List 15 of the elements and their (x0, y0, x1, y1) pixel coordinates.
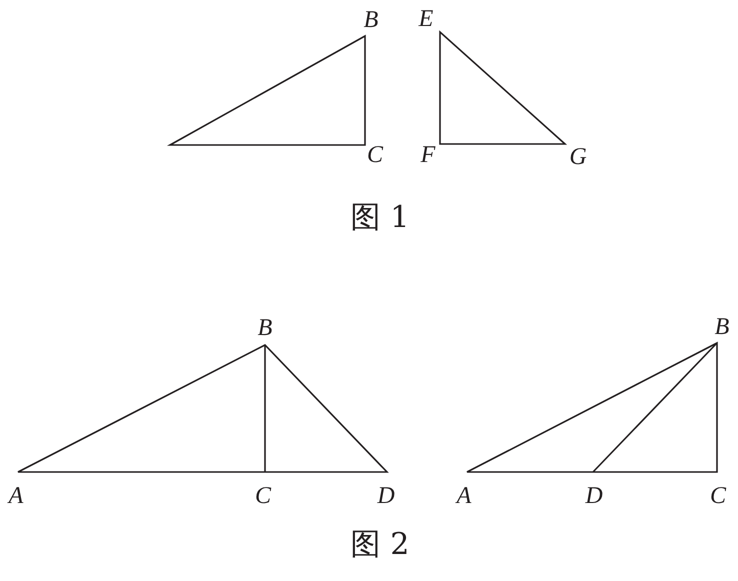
point-label: D (377, 484, 395, 508)
point-label: G (569, 145, 587, 169)
figure-caption: 图 1 (350, 203, 410, 233)
point-label: A (456, 484, 472, 508)
point-label: B (364, 8, 378, 32)
point-label: D (585, 484, 603, 508)
point-label: C (367, 143, 383, 167)
point-label: F (420, 143, 436, 167)
point-label: E (418, 7, 434, 31)
point-label: B (714, 315, 730, 339)
point-label: A (8, 484, 24, 508)
point-label: C (710, 484, 726, 508)
point-label: B (258, 316, 272, 340)
figure-caption: 图 2 (350, 530, 410, 560)
point-label: C (255, 484, 271, 508)
